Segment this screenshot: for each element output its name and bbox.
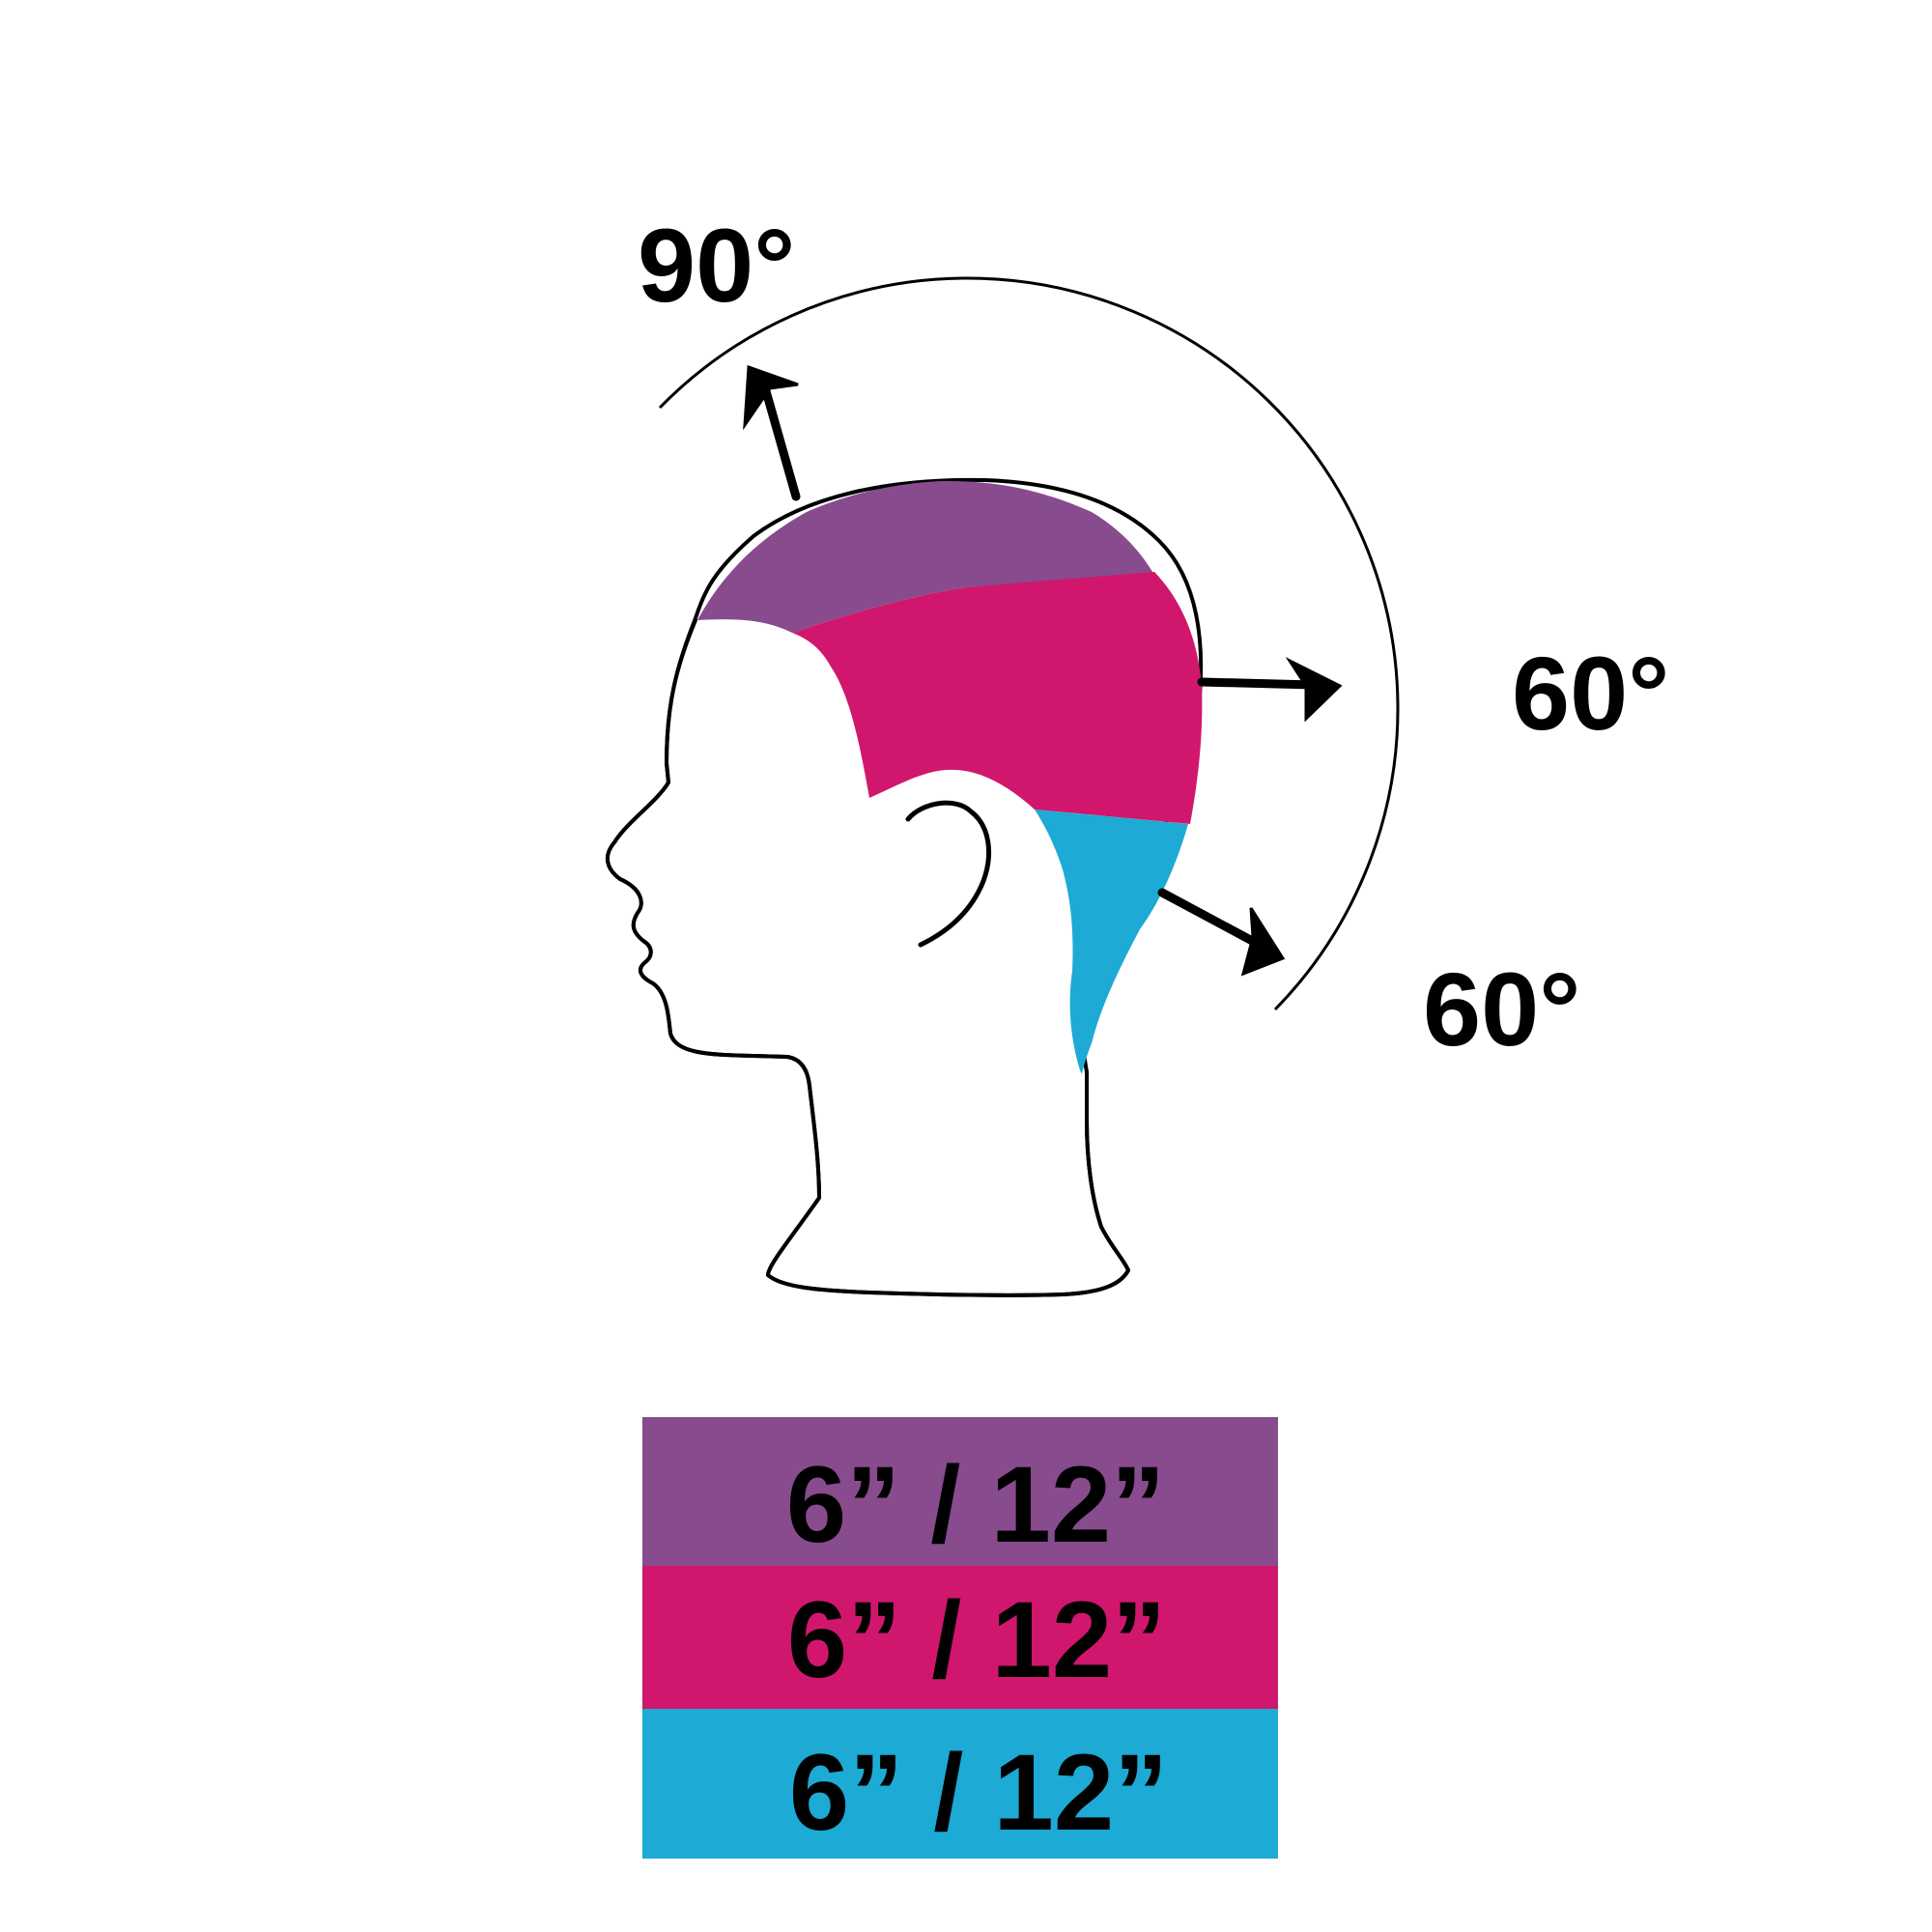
face-profile-outline [605, 618, 1130, 1297]
ear-outline [905, 800, 992, 948]
top-section [697, 480, 1154, 633]
angle-label-90: 90° [638, 207, 795, 324]
arrow-60-top-icon [1197, 657, 1343, 723]
legend-row-top [642, 1417, 1278, 1566]
middle-section [792, 572, 1203, 824]
angle-label-60-lower: 60° [1423, 951, 1580, 1067]
length-legend: 6” / 12” 6” / 12” 6” / 12” [642, 1417, 1278, 1859]
legend-row-middle [642, 1566, 1278, 1709]
head-outline-overlay [605, 618, 1130, 1297]
legend-label-bottom: 6” / 12” [789, 1732, 1168, 1853]
bottom-section [1035, 810, 1188, 1076]
arrow-90-icon [743, 364, 801, 501]
legend-label-middle: 6” / 12” [787, 1579, 1166, 1700]
angle-label-60-upper: 60° [1512, 635, 1669, 752]
hair-sections [697, 480, 1203, 1076]
elevation-arc [658, 276, 1400, 1011]
arrow-60-bottom-icon [1157, 888, 1286, 977]
legend-label-top: 6” / 12” [786, 1444, 1165, 1565]
elevation-arrows [743, 364, 1343, 977]
legend-row-bottom [642, 1709, 1278, 1859]
